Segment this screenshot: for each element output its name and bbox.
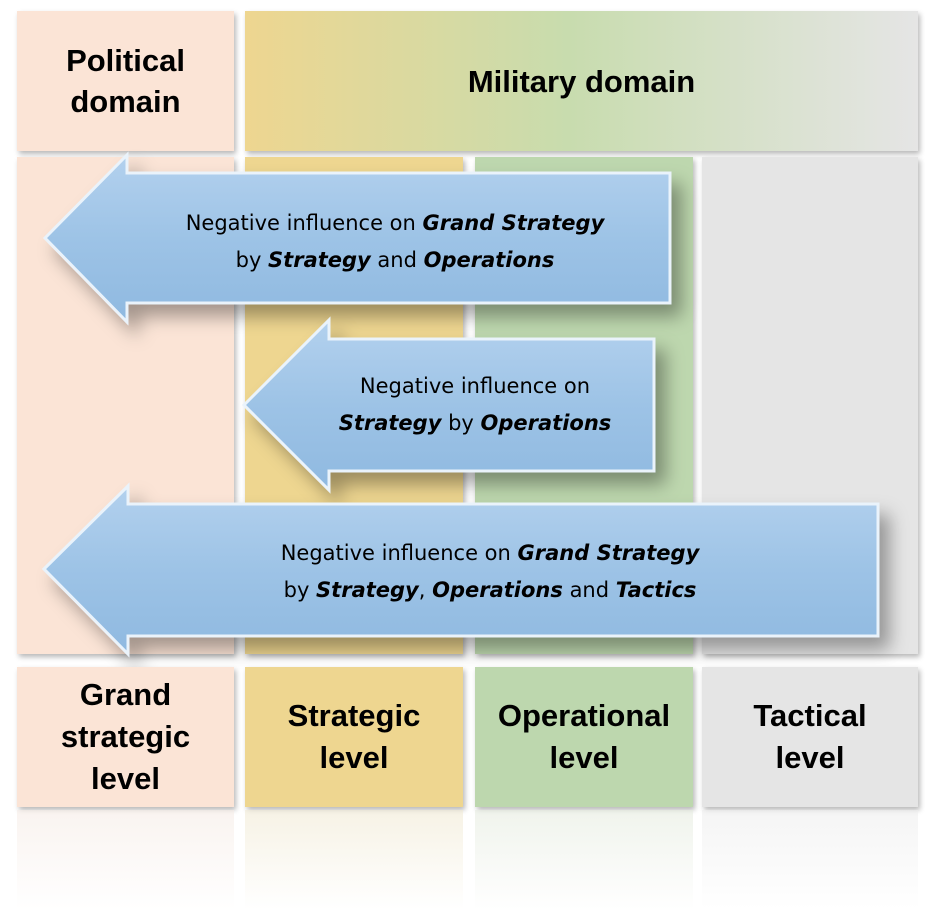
strategic-level-box: Strategic level bbox=[245, 667, 463, 807]
grand-strategic-label-2: strategic bbox=[60, 719, 191, 754]
arrow-3-text-grand-strategy: Grand Strategy bbox=[517, 541, 700, 565]
grand-strategic-reflection bbox=[17, 810, 234, 910]
arrow-1-text-strategy: Strategy bbox=[268, 248, 371, 272]
tactical-label-2: level bbox=[775, 740, 845, 775]
arrow-3-text-by: by bbox=[283, 578, 317, 602]
arrow-3-text-strategy: Strategy bbox=[316, 578, 419, 602]
operational-level-box: Operational level bbox=[475, 667, 693, 807]
political-domain-label-1: Political bbox=[66, 43, 185, 78]
tactical-reflection bbox=[702, 810, 918, 910]
political-domain-header: Political domain bbox=[17, 11, 234, 151]
tactical-label-1: Tactical bbox=[753, 698, 867, 733]
grand-strategic-label-1: Grand bbox=[79, 677, 172, 712]
arrow-2-label: Negative influence on Strategy by Operat… bbox=[310, 368, 640, 442]
arrow-1-text-plain: Negative influence on bbox=[185, 211, 423, 235]
arrow-3-text-plain: Negative influence on bbox=[280, 541, 518, 565]
operational-label-1: Operational bbox=[497, 698, 671, 733]
arrow-grand-strategy-by-strategy-operations-tactics bbox=[41, 482, 880, 658]
arrow-3-label: Negative influence on Grand Strategy by … bbox=[110, 535, 870, 609]
arrow-2-text-by: by bbox=[441, 411, 481, 435]
arrow-3-text-tactics: Tactics bbox=[615, 578, 697, 602]
military-domain-header: Military domain bbox=[245, 11, 918, 151]
arrow-3-text-comma: , bbox=[418, 578, 433, 602]
arrow-1-label: Negative influence on Grand Strategy by … bbox=[110, 205, 680, 279]
tactical-level-box: Tactical level bbox=[702, 667, 918, 807]
operational-reflection bbox=[475, 810, 693, 910]
arrow-3-text-and: and bbox=[562, 578, 616, 602]
arrow-1-text-by: by bbox=[235, 248, 269, 272]
strategic-reflection bbox=[245, 810, 463, 910]
grand-strategic-level-box: Grand strategic level bbox=[17, 667, 234, 807]
arrow-2-text-operations: Operations bbox=[480, 411, 612, 435]
arrow-1-text-grand-strategy: Grand Strategy bbox=[422, 211, 605, 235]
arrow-1-text-and: and bbox=[370, 248, 424, 272]
strategic-label-2: level bbox=[319, 740, 389, 775]
arrow-1-text-operations: Operations bbox=[423, 248, 555, 272]
arrow-strategy-by-operations bbox=[241, 316, 656, 494]
military-domain-label: Military domain bbox=[467, 63, 696, 99]
arrow-grand-strategy-by-strategy-operations bbox=[42, 151, 672, 326]
operational-label-2: level bbox=[549, 740, 619, 775]
arrow-2-text-strategy: Strategy bbox=[338, 411, 442, 435]
strategic-label-1: Strategic bbox=[287, 698, 421, 733]
arrow-2-text-plain: Negative influence on bbox=[359, 374, 591, 398]
arrow-3-text-operations: Operations bbox=[432, 578, 563, 602]
political-domain-label-2: domain bbox=[70, 84, 181, 119]
grand-strategic-label-3: level bbox=[91, 761, 160, 796]
